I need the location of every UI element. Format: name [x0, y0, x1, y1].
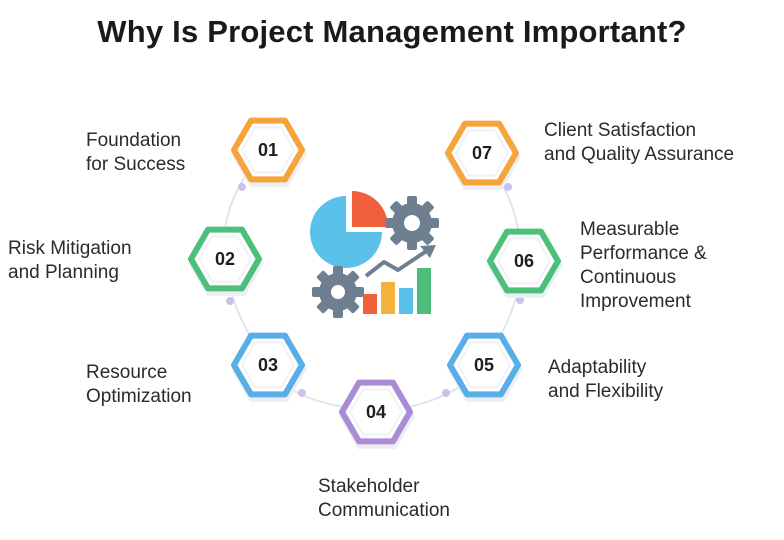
hex-number-04: 04	[366, 402, 386, 422]
hex-badge-07: 07	[445, 120, 521, 190]
hex-inner	[197, 235, 253, 283]
hex-badge-02: 02	[188, 226, 264, 296]
hex-inner	[348, 388, 404, 436]
hex-number-07: 07	[472, 143, 492, 163]
hex-number-06: 06	[514, 251, 534, 271]
connector-dot	[442, 389, 450, 397]
hex-inner	[454, 129, 510, 177]
hex-inner	[240, 341, 296, 389]
hex-badge-04: 04	[339, 379, 415, 449]
hex-number-03: 03	[258, 355, 278, 375]
label-stakeholder-communication: Stakeholder Communication	[318, 476, 450, 521]
label-foundation-for-success: Foundation for Success	[86, 130, 186, 175]
label-resource-optimization: Resource Optimization	[86, 362, 192, 407]
connector-dot	[298, 389, 306, 397]
analytics-gears-chart-icon	[310, 191, 439, 318]
label-measurable-performance: Measurable Performance & Continuous Impr…	[580, 219, 707, 312]
label-adaptability: Adaptability and Flexibility	[548, 357, 664, 402]
hex-badge-06: 06	[487, 228, 563, 298]
hex-inner	[496, 237, 552, 285]
hex-number-02: 02	[215, 249, 235, 269]
hex-badge-05: 05	[447, 332, 523, 402]
hex-badge-01: 01	[231, 117, 307, 187]
hex-number-01: 01	[258, 140, 278, 160]
hex-inner	[240, 126, 296, 174]
hex-inner	[456, 341, 512, 389]
connector-dot	[516, 296, 524, 304]
hex-badge-03: 03	[231, 332, 307, 402]
hex-number-05: 05	[474, 355, 494, 375]
connector-dot	[226, 297, 234, 305]
connector-dot	[238, 183, 246, 191]
label-client-satisfaction: Client Satisfaction and Quality Assuranc…	[544, 120, 735, 165]
page-title: Why Is Project Management Important?	[97, 14, 687, 49]
connector-dot	[504, 183, 512, 191]
label-risk-mitigation: Risk Mitigation and Planning	[8, 238, 132, 283]
